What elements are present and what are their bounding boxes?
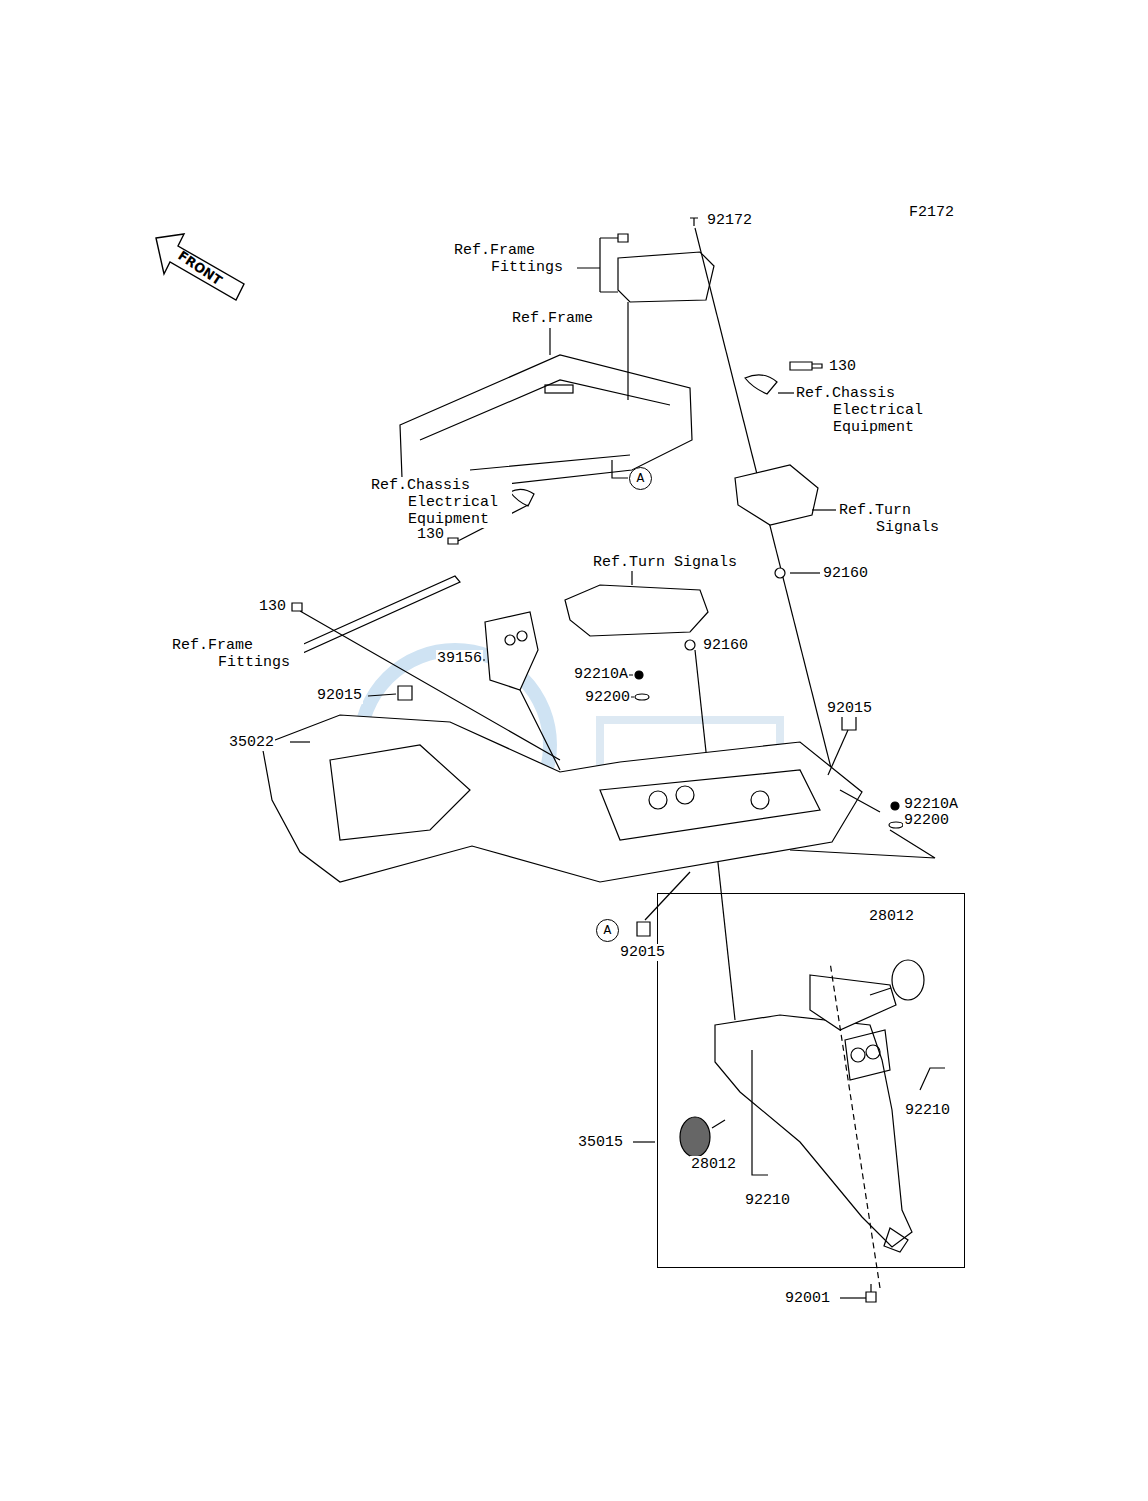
reference-note: Ref.Frame Fittings: [172, 637, 304, 671]
part-outline: [828, 730, 848, 775]
part-outline: [637, 922, 650, 936]
reference-note: Ref.Chassis Electrical Equipment: [796, 385, 937, 436]
part-outline: [735, 465, 818, 525]
callout-number: 39156: [436, 650, 483, 667]
part-outline: [685, 640, 695, 650]
part-outline: [752, 1050, 768, 1175]
part-outline: [618, 252, 714, 302]
part-group: [262, 218, 945, 1302]
part-outline: [549, 328, 550, 355]
assembly-box: 28012 92210 28012 92210: [657, 893, 965, 1268]
part-outline: [712, 1120, 725, 1128]
callout-number: 35022: [228, 734, 275, 751]
part-outline: [627, 302, 628, 400]
part-outline: [612, 460, 628, 478]
reference-note: Ref.Frame: [511, 310, 594, 327]
callout-number: 92160: [822, 565, 869, 582]
part-outline: [635, 694, 649, 700]
callout-number: 92015: [619, 944, 666, 961]
callout-number: 28012: [690, 1156, 737, 1173]
part-outline: [845, 1030, 890, 1080]
reference-note: Ref.Turn Signals: [592, 554, 738, 571]
part-outline: [505, 635, 515, 645]
part-outline: [851, 1048, 865, 1062]
callout-number: 92210A: [903, 796, 959, 813]
callout-number: 92200: [903, 812, 950, 829]
part-outline: [830, 962, 880, 1288]
callout-number: 130: [828, 358, 857, 375]
part-outline: [810, 975, 896, 1030]
part-outline: [600, 770, 820, 840]
part-outline: [751, 791, 769, 809]
part-outline: [420, 380, 670, 470]
part-outline: [290, 741, 310, 742]
callout-number: 28012: [868, 908, 915, 925]
arrow-shape: [156, 234, 244, 300]
part-outline: [690, 218, 698, 226]
part-outline: [517, 631, 527, 641]
callout-number: 92001: [784, 1290, 831, 1307]
part-outline: [330, 745, 470, 840]
part-outline: [635, 671, 643, 679]
callout-number: 92210: [744, 1192, 791, 1209]
part-outline: [368, 694, 396, 696]
part-outline: [485, 612, 538, 690]
callout-number: 92172: [706, 212, 753, 229]
callout-number: 92015: [826, 700, 873, 717]
reference-letter: A: [637, 471, 645, 486]
callout-number: 130: [258, 598, 287, 615]
part-outline: [633, 1141, 655, 1142]
callout-number: 92160: [702, 637, 749, 654]
part-outline: [866, 1045, 880, 1059]
callout-number: 92200: [584, 689, 631, 706]
reference-circle: A: [629, 467, 652, 490]
callout-number: 92015: [316, 687, 363, 704]
part-outline: [870, 988, 891, 995]
part-outline: [812, 509, 836, 510]
callout-number: 35015: [577, 1134, 624, 1151]
part-outline: [745, 375, 777, 394]
reference-note: Ref.Chassis Electrical Equipment: [371, 477, 512, 528]
part-outline: [842, 716, 856, 730]
part-outline: [680, 1117, 710, 1157]
part-outline: [545, 385, 573, 393]
reference-note: Ref.Frame Fittings: [454, 242, 577, 276]
part-outline: [262, 715, 862, 882]
part-outline: [649, 791, 667, 809]
part-outline: [892, 960, 924, 1000]
part-outline: [840, 1297, 866, 1298]
part-outline: [790, 572, 820, 573]
part-outline: [618, 234, 628, 242]
front-arrow: FRONT: [150, 228, 250, 308]
reference-note: F2172: [908, 204, 955, 221]
reference-circle: A: [596, 919, 619, 942]
part-outline: [866, 1284, 876, 1302]
part-outline: [790, 362, 822, 370]
callout-number: 130: [416, 526, 445, 543]
part-outline: [398, 686, 412, 700]
part-outline: [695, 228, 832, 772]
part-outline: [715, 1015, 912, 1247]
part-outline: [510, 489, 534, 506]
part-outline: [920, 1068, 945, 1090]
callout-number: 92210A: [573, 666, 629, 683]
part-outline: [631, 570, 632, 585]
reference-note: Ref.Turn Signals: [839, 502, 953, 536]
part-outline: [891, 802, 899, 810]
part-outline: [778, 392, 794, 393]
part-outline: [400, 355, 692, 488]
part-outline: [884, 1228, 908, 1252]
part-outline: [889, 822, 903, 828]
reference-letter: A: [604, 923, 612, 938]
part-outline: [565, 585, 708, 636]
callout-number: 92210: [904, 1102, 951, 1119]
part-outline: [645, 872, 690, 920]
part-outline: [775, 568, 785, 578]
part-outline: [676, 786, 694, 804]
